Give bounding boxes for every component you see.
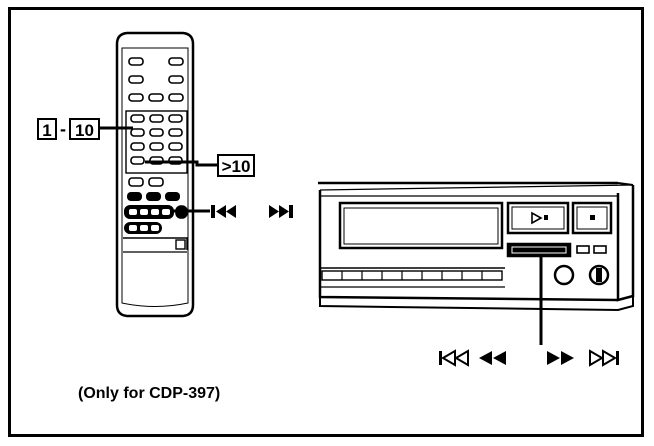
- next-track-icon: [269, 205, 293, 218]
- prev-track-icon: [211, 205, 236, 218]
- plus-ten-key-label: >10: [217, 154, 255, 177]
- num-key-end-label: 10: [69, 118, 100, 140]
- cd-player: [318, 181, 635, 312]
- leader-plus-ten: [145, 160, 217, 167]
- num-key-separator: -: [60, 119, 66, 139]
- model-caption: (Only for CDP-397): [78, 385, 221, 402]
- diagram-frame: [8, 7, 644, 437]
- skip-back-icon: [439, 349, 469, 367]
- num-key-start-label: 1: [37, 118, 57, 140]
- fast-forward-icon: [547, 351, 574, 365]
- skip-forward-icon: [589, 349, 619, 367]
- rewind-icon: [479, 351, 506, 365]
- remote-control: [115, 31, 195, 318]
